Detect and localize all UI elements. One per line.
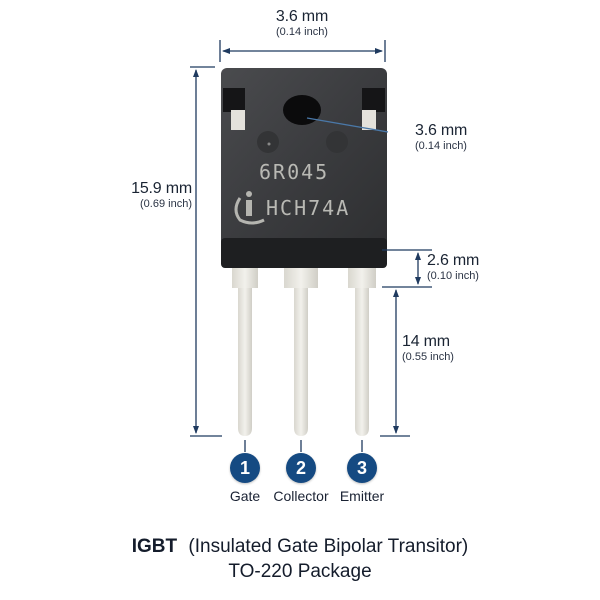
lead-length-mm: 14 mm <box>402 333 450 350</box>
dimension-hole: 3.6 mm (0.14 inch) <box>415 122 467 152</box>
device-abbreviation: IGBT <box>131 536 178 557</box>
dimension-shoulder: 2.6 mm (0.10 inch) <box>427 252 479 282</box>
leads <box>232 248 376 436</box>
part-marking: 6R045 <box>259 160 330 184</box>
lead-gate <box>232 248 258 436</box>
dimension-lead-length: 14 mm (0.55 inch) <box>402 333 454 363</box>
device-full-name: (Insulated Gate Bipolar Transitor) <box>188 536 469 557</box>
pin-label-gate: Gate <box>229 488 261 504</box>
caption-line-1: IGBT (Insulated Gate Bipolar Transitor) <box>0 536 600 558</box>
dimension-height: 15.9 mm (0.69 inch) <box>108 180 192 210</box>
package-body <box>221 68 387 268</box>
hole-inch: (0.14 inch) <box>415 140 467 152</box>
height-inch: (0.69 inch) <box>140 198 192 210</box>
lead-collector <box>284 248 318 436</box>
height-mm: 15.9 mm <box>131 180 192 197</box>
pin-label-emitter: Emitter <box>339 488 385 504</box>
caption: IGBT (Insulated Gate Bipolar Transitor) … <box>0 536 600 583</box>
package-name: TO-220 Package <box>228 561 372 582</box>
dimension-width: 3.6 mm (0.14 inch) <box>252 8 352 38</box>
width-mm: 3.6 mm <box>275 8 329 25</box>
pin-number-badge: 1 <box>230 453 260 483</box>
dimension-lines <box>190 40 432 452</box>
pin-number-badge: 3 <box>347 453 377 483</box>
shoulder-mm: 2.6 mm <box>427 252 480 269</box>
lead-emitter <box>348 248 376 436</box>
width-inch: (0.14 inch) <box>276 26 328 38</box>
pin-2: 2 Collector <box>261 453 341 504</box>
manufacturer-logo-icon <box>234 191 265 225</box>
pin-label-collector: Collector <box>273 488 329 504</box>
pin-3: 3 Emitter <box>322 453 402 504</box>
lead-length-inch: (0.55 inch) <box>402 351 454 363</box>
pin-number-badge: 2 <box>286 453 316 483</box>
lot-marking: HCH74A <box>266 196 351 220</box>
shoulder-inch: (0.10 inch) <box>427 270 479 282</box>
hole-mm: 3.6 mm <box>415 122 468 139</box>
pin-1: 1 Gate <box>205 453 285 504</box>
